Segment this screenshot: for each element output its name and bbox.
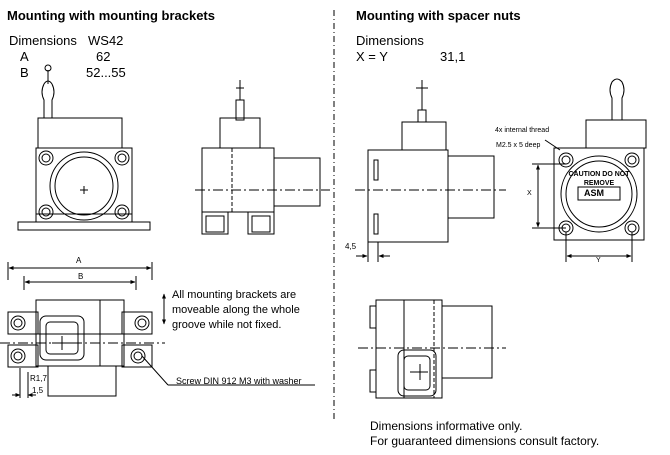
dim-a-marker: A <box>76 256 82 265</box>
top-view-brackets <box>0 262 315 398</box>
thread-size: M2.5 x 5 deep <box>496 142 541 149</box>
side-view-left <box>195 80 330 235</box>
dim-y-marker: Y <box>596 257 601 264</box>
xy-label: X = Y <box>356 49 388 64</box>
dim-b-marker: B <box>78 272 84 281</box>
right-heading: Mounting with spacer nuts <box>356 8 521 23</box>
dim-row-b-value: 52...55 <box>86 65 126 80</box>
thread-label: 4x internal thread <box>495 127 550 134</box>
brand-logo: ASM <box>584 188 604 198</box>
screw-label: Screw DIN 912 M3 with washer <box>176 376 302 386</box>
footer-line-2: For guaranteed dimensions consult factor… <box>370 434 600 448</box>
front-view-spacers <box>532 78 647 262</box>
right-dims-title: Dimensions <box>356 33 424 48</box>
dim-row-a-key: A <box>20 49 29 64</box>
caution-text: CAUTION DO NOT REMOVE <box>568 171 630 187</box>
front-view-brackets <box>17 64 151 231</box>
radius-label: R1,7 <box>30 374 47 383</box>
bracket-note-line-1: All mounting brackets are <box>172 289 297 301</box>
xy-value: 31,1 <box>440 49 466 64</box>
width-label: 1,5 <box>32 386 44 395</box>
footer-line-1: Dimensions informative only. <box>370 419 523 433</box>
dim-row-b-key: B <box>20 65 29 80</box>
top-view-right <box>358 299 506 399</box>
left-dims-title: Dimensions <box>9 33 77 48</box>
side-view-right <box>355 80 506 262</box>
left-model: WS42 <box>88 33 124 48</box>
offset-label: 4,5 <box>345 242 357 251</box>
left-heading: Mounting with mounting brackets <box>7 8 215 23</box>
dim-x-marker: X <box>527 190 532 197</box>
dim-row-a-value: 62 <box>96 49 111 64</box>
bracket-note-line-3: groove while not fixed. <box>172 319 282 331</box>
bracket-note-line-2: moveable along the whole <box>172 304 300 316</box>
